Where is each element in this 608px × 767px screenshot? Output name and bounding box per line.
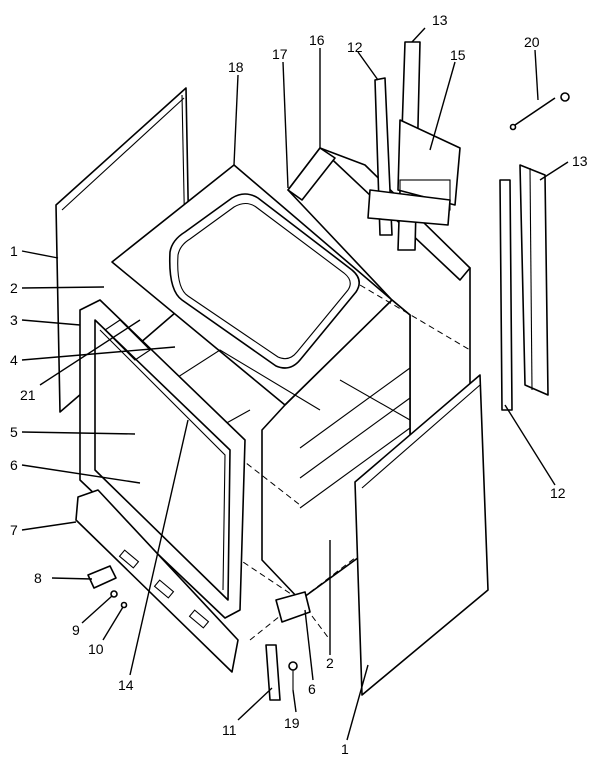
front-foot [275,591,311,623]
callout-12-right: 12 [550,485,566,501]
callout-1-right: 1 [341,741,349,757]
callout-2-right: 2 [326,655,334,671]
callout-labels: 1 1 2 2 3 4 5 6 6 7 8 9 10 11 12 12 13 1… [10,12,588,757]
right-trim-strips [499,164,549,411]
callout-18: 18 [228,59,244,75]
callout-11: 11 [222,722,237,738]
callout-21: 21 [20,387,36,403]
mounting-screw [288,661,298,690]
callout-9: 9 [72,622,80,638]
callout-3: 3 [10,312,18,328]
callout-13-top: 13 [432,12,448,28]
callout-13-right: 13 [572,153,588,169]
callout-5: 5 [10,424,18,440]
leader-lines [21,27,569,741]
callout-6-left: 6 [10,457,18,473]
callout-8: 8 [34,570,42,586]
kick-panel [75,489,239,673]
fastener-screws [110,590,128,609]
callout-17: 17 [272,46,288,62]
callout-2-left: 2 [10,280,18,296]
oven-sensor-rod [509,92,570,131]
callout-4: 4 [10,352,18,368]
callout-14: 14 [118,677,134,693]
callout-16: 16 [309,32,325,48]
leveling-leg [87,565,117,589]
callout-20: 20 [524,34,540,50]
rear-duct-assembly [367,41,461,251]
right-side-panel [354,374,489,696]
callout-10: 10 [88,641,104,657]
callout-12-top: 12 [347,39,363,55]
bottom-bracket [265,644,281,701]
callout-19: 19 [284,715,300,731]
callout-15: 15 [450,47,466,63]
callout-1-left: 1 [10,243,18,259]
callout-6-right: 6 [308,681,316,697]
door-frame [79,299,246,619]
callout-7: 7 [10,522,18,538]
